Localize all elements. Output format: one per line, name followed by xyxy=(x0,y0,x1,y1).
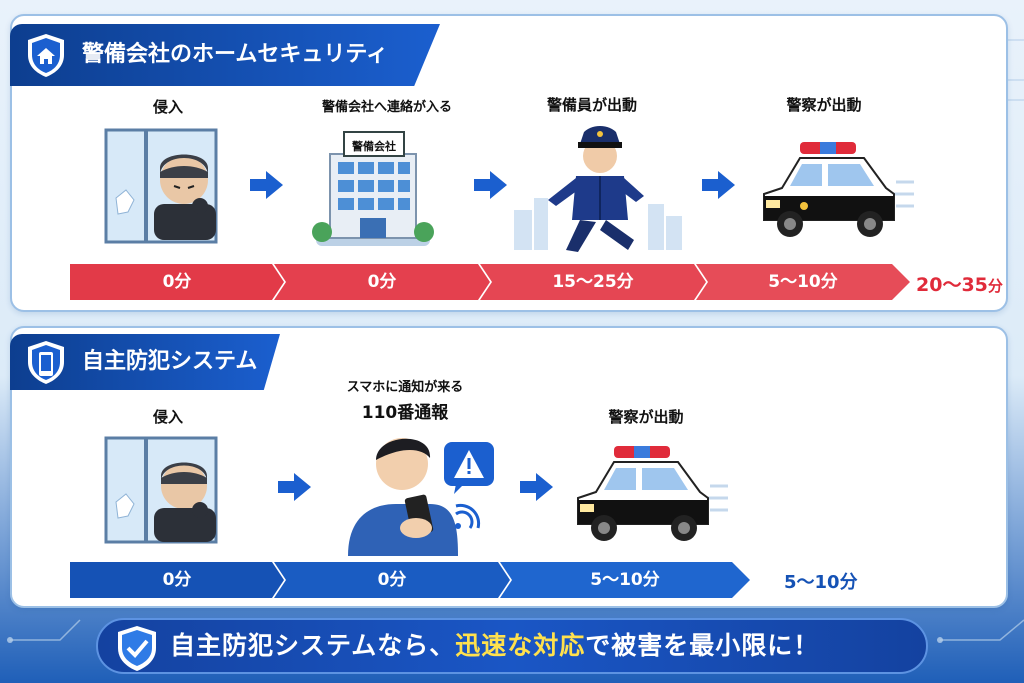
self-defense-banner: 自主防犯システム xyxy=(10,334,280,390)
self-defense-timeline: 0分 0分 5〜10分 xyxy=(70,562,750,598)
home-security-title: 警備会社のホームセキュリティ xyxy=(82,42,389,67)
building-sign-text: 警備会社 xyxy=(351,139,396,153)
timeline-segment-intrusion: 0分 xyxy=(70,264,284,300)
timeline-segment-value: 0分 xyxy=(377,570,407,590)
timeline-segment-notify: 0分 xyxy=(274,562,510,598)
phone-shield-icon xyxy=(28,341,64,384)
timeline-segment-value: 0分 xyxy=(367,272,397,292)
police-car-illustration xyxy=(763,142,914,237)
timeline-segment-police: 5〜10分 xyxy=(696,264,910,300)
timeline-segment-value: 0分 xyxy=(162,570,192,590)
home-security-total: 20〜35分 xyxy=(916,270,1003,297)
bottom-message-banner: 自主防犯システムなら、迅速な対応で被害を最小限に！ xyxy=(96,618,928,674)
timeline-segment-value: 5〜10分 xyxy=(590,570,660,590)
bottom-message-highlight: 迅速な対応 xyxy=(455,631,586,660)
step-intrusion-label: 侵入 xyxy=(152,98,183,116)
step-police-dispatch-label: 警察が出動 xyxy=(608,408,684,426)
arrow-right-icon xyxy=(278,473,311,501)
warning-bubble xyxy=(444,442,494,529)
home-security-total-value: 20〜35 xyxy=(916,274,988,296)
step-phone-notify-label: スマホに通知が来る xyxy=(346,380,464,395)
bottom-message-after: で被害を最小限に！ xyxy=(585,631,820,660)
check-shield-icon xyxy=(118,626,156,671)
home-security-total-unit: 分 xyxy=(987,277,1003,295)
wifi-icon xyxy=(455,503,481,529)
arrow-right-icon xyxy=(474,171,507,199)
intruder-illustration xyxy=(104,128,218,244)
intruder-illustration xyxy=(104,436,218,544)
step-110-call-label: 110番通報 xyxy=(361,403,449,423)
self-defense-panel: 自主防犯システム 侵入 スマホに通知が来る 110番通報 警察が出動 xyxy=(10,326,1008,608)
timeline-segment-intrusion: 0分 xyxy=(70,562,284,598)
self-defense-total: 5〜10分 xyxy=(784,572,858,593)
bottom-message-before: 自主防犯システムなら、 xyxy=(170,631,456,660)
step-police-dispatch-label: 警察が出動 xyxy=(786,96,862,114)
home-security-banner: 警備会社のホームセキュリティ xyxy=(10,24,440,86)
self-defense-title: 自主防犯システム xyxy=(82,349,258,374)
bottom-message-text: 自主防犯システムなら、迅速な対応で被害を最小限に！ xyxy=(170,620,819,672)
timeline-segment-value: 15〜25分 xyxy=(552,272,634,292)
police-car-illustration xyxy=(577,446,728,541)
home-security-panel: 警備会社のホームセキュリティ 侵入 警備会社へ連絡が入る 警備員が出動 警察が出… xyxy=(10,14,1008,312)
timeline-segment-value: 5〜10分 xyxy=(768,272,838,292)
timeline-segment-police: 5〜10分 xyxy=(500,562,750,598)
arrow-right-icon xyxy=(520,473,553,501)
security-guard-illustration xyxy=(514,126,682,252)
home-security-timeline: 0分 0分 15〜25分 5〜10分 xyxy=(70,264,910,300)
person-with-smartphone-illustration xyxy=(348,438,458,556)
arrow-right-icon xyxy=(702,171,735,199)
timeline-segment-company: 0分 xyxy=(274,264,490,300)
step-guard-dispatch-label: 警備員が出動 xyxy=(546,96,637,114)
timeline-segment-guard: 15〜25分 xyxy=(480,264,706,300)
timeline-segment-value: 0分 xyxy=(162,272,192,292)
step-company-contact-label: 警備会社へ連絡が入る xyxy=(321,100,452,115)
security-company-building-illustration: 警備会社 xyxy=(312,131,434,246)
arrow-right-icon xyxy=(250,171,283,199)
step-intrusion-label: 侵入 xyxy=(152,408,183,426)
house-shield-icon xyxy=(28,34,64,77)
